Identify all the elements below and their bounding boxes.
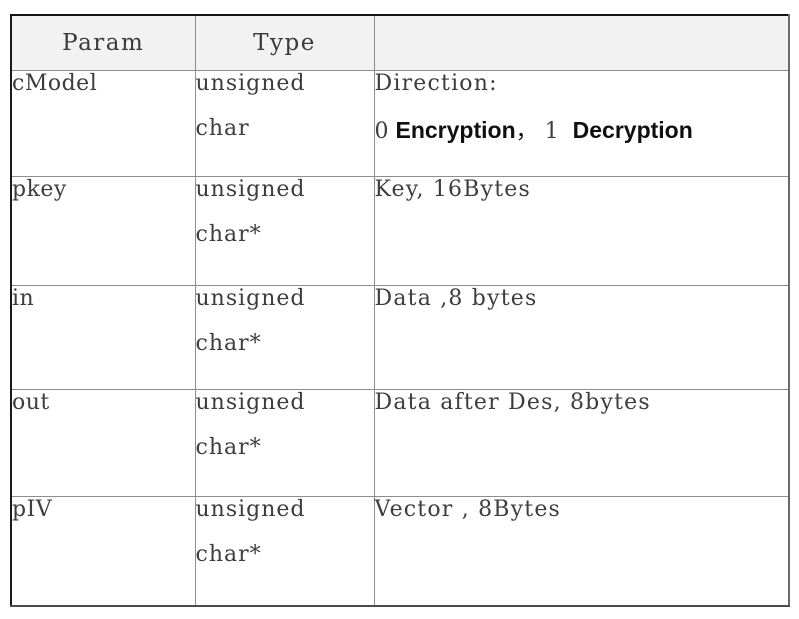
direction-label-encryption: Encryption: [395, 117, 516, 143]
cell-description-piv: Vector , 8Bytes: [373, 496, 790, 607]
column-header-param: Param: [10, 14, 196, 71]
table-header: Param Type: [10, 14, 790, 71]
table-row: out unsigned char* Data after Des, 8byte…: [10, 389, 790, 497]
type-line-1: unsigned: [195, 497, 306, 522]
column-header-description: [373, 14, 790, 71]
table-row: cModel unsigned char Direction: 0 Encryp…: [10, 70, 790, 177]
type-line-2: char*: [195, 331, 262, 356]
description-line-1: Data after Des, 8bytes: [374, 390, 651, 415]
table-body: cModel unsigned char Direction: 0 Encryp…: [10, 70, 790, 607]
type-line-2: char*: [195, 542, 262, 567]
type-line-1: unsigned: [195, 390, 306, 415]
cell-param-piv: pIV: [10, 496, 196, 607]
description-line-2: 0 Encryption， 1 Decryption: [375, 113, 789, 145]
cell-param-out: out: [10, 389, 196, 497]
cell-param-in: in: [10, 285, 196, 390]
description-line-1: Key, 16Bytes: [374, 177, 531, 202]
type-line-1: unsigned: [195, 71, 306, 96]
cell-type-pkey: unsigned char*: [194, 176, 375, 286]
cell-type-piv: unsigned char*: [194, 496, 375, 607]
type-line-1: unsigned: [195, 177, 306, 202]
header-row: Param Type: [10, 14, 790, 71]
cell-description-out: Data after Des, 8bytes: [373, 389, 790, 497]
cell-type-cmodel: unsigned char: [194, 70, 375, 177]
cell-description-in: Data ,8 bytes: [373, 285, 790, 390]
table-row: pIV unsigned char* Vector , 8Bytes: [10, 496, 790, 607]
cell-type-out: unsigned char*: [194, 389, 375, 497]
cell-type-in: unsigned char*: [194, 285, 375, 390]
type-line-2: char*: [195, 222, 262, 247]
description-line-1: Direction:: [374, 71, 498, 96]
cell-description-cmodel: Direction: 0 Encryption， 1 Decryption: [373, 70, 790, 177]
cell-param-cmodel: cModel: [10, 70, 196, 177]
direction-value-zero: 0: [374, 119, 389, 144]
direction-label-decryption: Decryption: [572, 117, 693, 143]
parameter-table: Param Type cModel unsigned char Directio…: [10, 14, 790, 607]
description-line-1: Data ,8 bytes: [374, 286, 538, 311]
type-line-2: char*: [195, 435, 262, 460]
cell-param-pkey: pkey: [10, 176, 196, 286]
type-line-2: char: [195, 116, 250, 141]
direction-value-one: 1: [544, 119, 559, 144]
direction-separator-comma: ，: [515, 119, 538, 144]
type-line-1: unsigned: [195, 286, 306, 311]
table-row: pkey unsigned char* Key, 16Bytes: [10, 176, 790, 286]
table-row: in unsigned char* Data ,8 bytes: [10, 285, 790, 390]
column-header-type: Type: [194, 14, 375, 71]
cell-description-pkey: Key, 16Bytes: [373, 176, 790, 286]
description-line-1: Vector , 8Bytes: [374, 497, 562, 522]
